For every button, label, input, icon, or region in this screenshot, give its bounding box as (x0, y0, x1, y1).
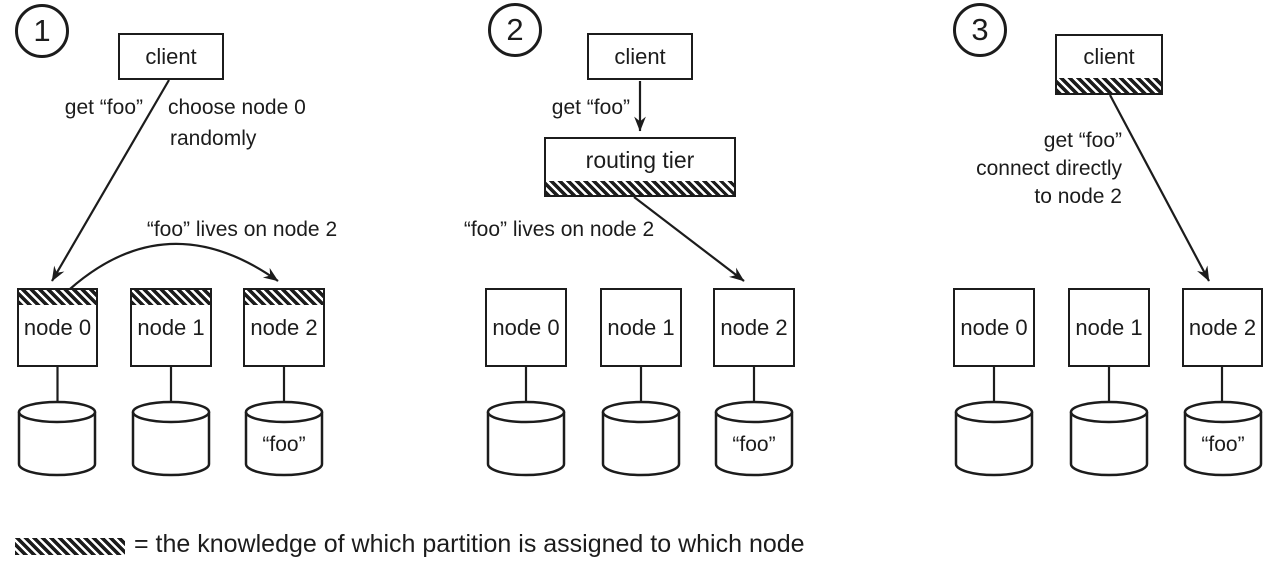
panel1-node0-knowledge-hatch (19, 290, 96, 305)
panel2-request-label: get “foo” (551, 96, 630, 119)
panel2-node2-label: node 2 (720, 314, 788, 340)
database-cylinder-icon (714, 400, 794, 477)
panel3-db2-content: “foo” (1201, 433, 1245, 456)
panel2-node1-box: node 1 (600, 288, 682, 367)
panel2-client-label: client (614, 43, 666, 69)
panel2-node1-label: node 1 (607, 314, 675, 340)
panel3-db2-cylinder: “foo” (1183, 400, 1263, 478)
panel1-note-line1: choose node 0 (168, 96, 306, 119)
panel2-router-label: routing tier (585, 146, 695, 173)
panel3-node2-box: node 2 (1182, 288, 1263, 367)
panel3-db0-cylinder (954, 400, 1034, 478)
panel2-node0-box: node 0 (485, 288, 567, 367)
database-cylinder-icon (954, 400, 1034, 477)
panel1-note-line2: randomly (170, 127, 257, 150)
panel1-node0-box: node 0 (17, 288, 98, 367)
panel2-router-knowledge-hatch (546, 181, 734, 195)
panel3-request-line1: get “foo” (1043, 129, 1122, 152)
panel3-client-label: client (1083, 44, 1135, 69)
panel1-number: 1 (33, 13, 51, 48)
database-cylinder-icon (486, 400, 566, 477)
panel2-client-box: client (587, 33, 693, 80)
panel3-number-badge: 3 (953, 3, 1007, 57)
panel3-request-line2: connect directly (976, 157, 1122, 180)
panel3-node0-box: node 0 (953, 288, 1035, 367)
panel1-routing-label: “foo” lives on node 2 (146, 218, 338, 241)
panel1-node2-knowledge-hatch (245, 290, 323, 305)
panel1-node2-box: node 2 (243, 288, 325, 367)
panel2-number: 2 (506, 12, 524, 47)
panel1-db1-cylinder (131, 400, 211, 478)
database-cylinder-icon (1183, 400, 1263, 477)
panel2-node2-box: node 2 (713, 288, 795, 367)
database-cylinder-icon (1069, 400, 1149, 477)
panel1-client-label: client (145, 43, 197, 69)
panel3-node1-label: node 1 (1075, 314, 1143, 340)
panel2-routing-label: “foo” lives on node 2 (463, 218, 655, 241)
panel1-node2-label: node 2 (250, 314, 318, 340)
panel2-routing-tier-box: routing tier (544, 137, 736, 197)
database-cylinder-icon (131, 400, 211, 477)
panel3-db1-cylinder (1069, 400, 1149, 478)
panel3-request-line3: to node 2 (1034, 185, 1122, 208)
panel2-db0-cylinder (486, 400, 566, 478)
panel3-node1-box: node 1 (1068, 288, 1150, 367)
panel2-db1-cylinder (601, 400, 681, 478)
panel3-client-knowledge-hatch (1057, 78, 1161, 93)
database-cylinder-icon (601, 400, 681, 477)
panel1-node1-label: node 1 (137, 314, 205, 340)
legend-text: = the knowledge of which partition is as… (134, 530, 805, 558)
panel2-number-badge: 2 (488, 3, 542, 57)
panel1-db0-cylinder (17, 400, 97, 478)
legend-knowledge-hatch-swatch (15, 538, 125, 555)
panel1-node0-label: node 0 (23, 314, 92, 340)
panel3-number: 3 (971, 12, 989, 47)
panel1-number-badge: 1 (15, 4, 69, 58)
panel3-client-box: client (1055, 34, 1163, 95)
panel1-request-label: get “foo” (64, 96, 143, 119)
panel1-node1-knowledge-hatch (132, 290, 210, 305)
panel1-db2-content: “foo” (262, 433, 306, 456)
database-cylinder-icon (17, 400, 97, 477)
database-cylinder-icon (244, 400, 324, 477)
panel2-db2-cylinder: “foo” (714, 400, 794, 478)
panel2-node0-label: node 0 (492, 314, 560, 340)
panel1-db2-cylinder: “foo” (244, 400, 324, 478)
panel3-node0-label: node 0 (960, 314, 1028, 340)
panel1-client-box: client (118, 33, 224, 80)
panel1-node1-box: node 1 (130, 288, 212, 367)
panel3-node2-label: node 2 (1188, 314, 1257, 340)
panel2-db2-content: “foo” (732, 433, 776, 456)
